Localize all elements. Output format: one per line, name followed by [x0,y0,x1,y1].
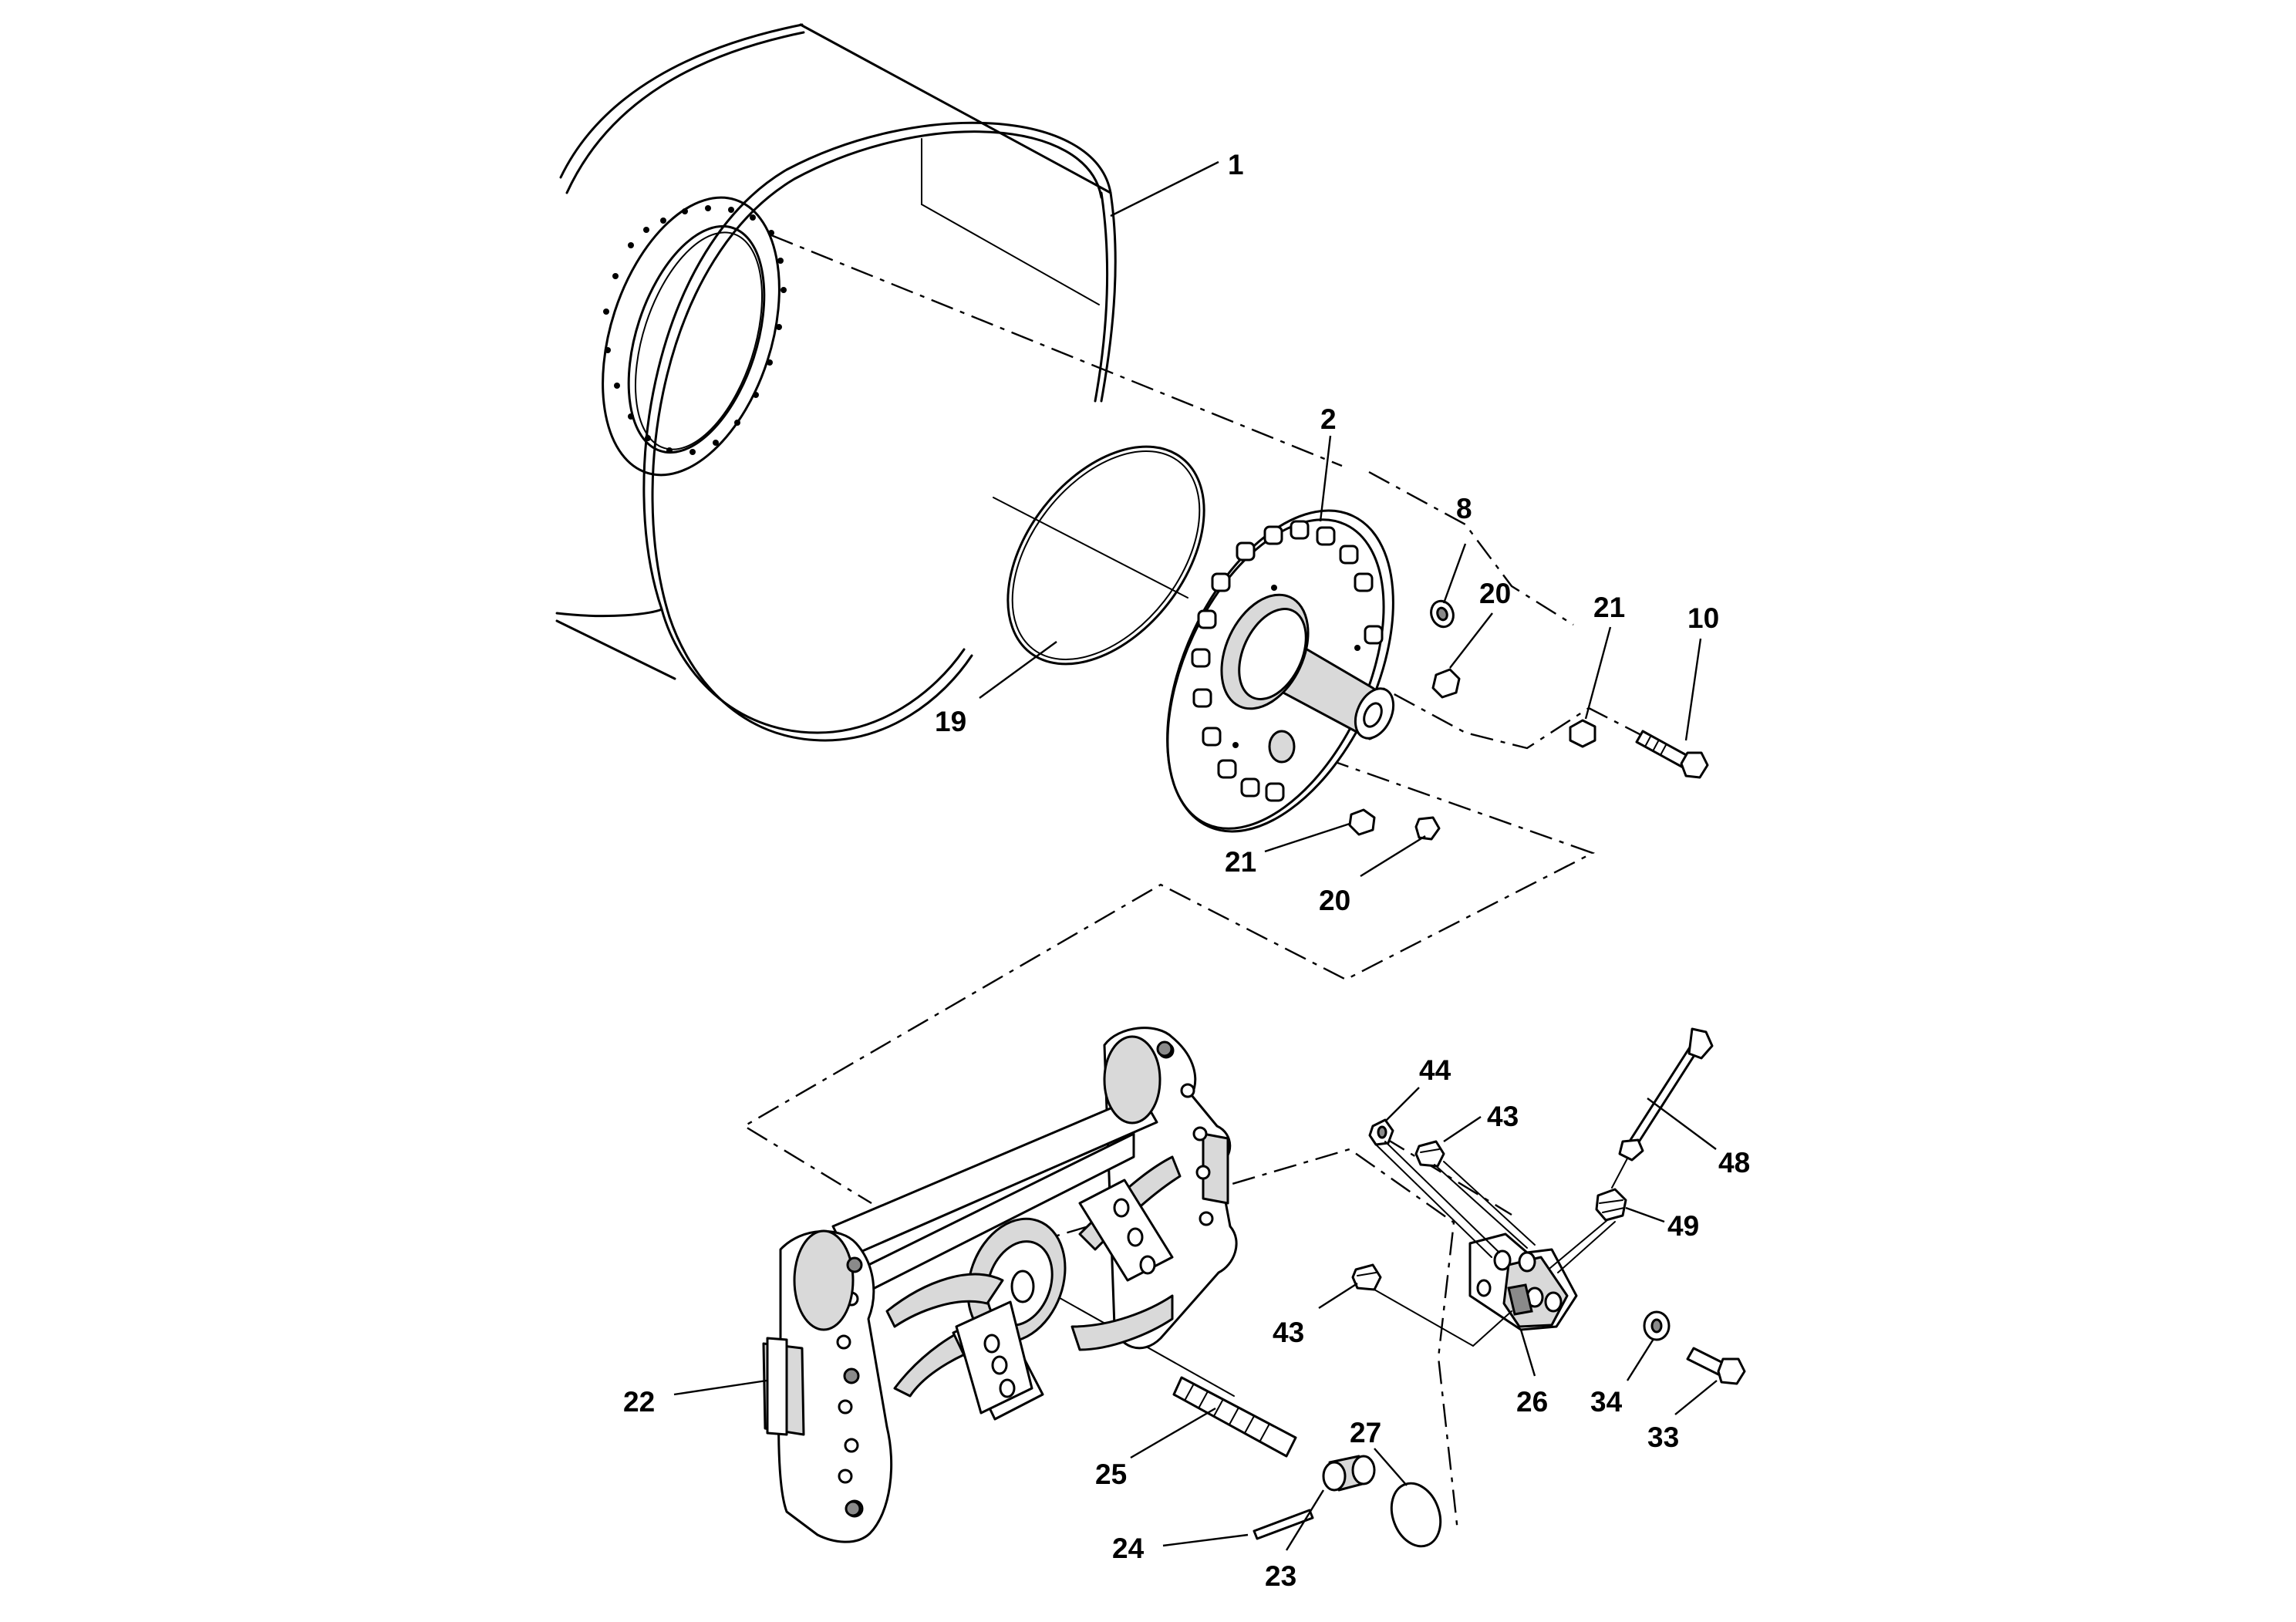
washer-part-8 [1430,599,1455,629]
callout-8: 8 [1456,493,1472,524]
callout-labels: 1 2 8 20 21 10 19 21 20 44 43 48 49 43 2… [623,149,1750,1592]
callout-25: 25 [1095,1458,1127,1490]
callout-19: 19 [935,706,966,737]
callout-33: 33 [1647,1421,1679,1453]
fitting-part-43-lower [1351,1263,1382,1291]
nut-part-20-upper [1431,668,1461,699]
nut-part-20-lower [1414,816,1441,841]
motor-part-26 [1468,1233,1578,1331]
callout-49: 49 [1667,1210,1699,1242]
bolt-part-33 [1686,1347,1746,1385]
coupling-part-23 [1322,1455,1376,1492]
callout-43: 43 [1273,1317,1304,1348]
o-ring-part-19 [1006,445,1205,666]
callout-22: 22 [623,1386,655,1418]
fitting-part-43-upper [1414,1140,1445,1168]
callout-34: 34 [1590,1386,1623,1418]
hose-lines [1374,1141,1616,1347]
nut-part-21-lower [1348,808,1376,836]
callout-21: 21 [1593,592,1625,623]
pin-part-24 [1253,1509,1314,1540]
leader-lines [673,160,1718,1551]
fitting-part-44 [1368,1118,1394,1146]
callout-48: 48 [1718,1147,1750,1179]
callout-21: 21 [1225,846,1256,878]
callout-20: 20 [1319,885,1350,916]
assembly-lines [742,234,1698,1532]
o-ring-part-19-inner [1011,450,1201,660]
fitting-part-49 [1595,1188,1627,1222]
callout-20: 20 [1479,578,1511,609]
callout-1: 1 [1228,149,1244,180]
callout-44: 44 [1419,1054,1451,1086]
sensor-cable-part-48 [1611,1027,1714,1189]
frame-part-22 [762,1027,1238,1543]
callout-24: 24 [1112,1533,1145,1564]
drum-part-1 [555,23,1117,742]
callout-23: 23 [1265,1560,1296,1592]
washer-part-34 [1643,1310,1671,1341]
o-ring-part-27 [1390,1482,1442,1548]
callout-10: 10 [1687,602,1719,634]
nut-part-21-upper [1569,719,1596,748]
callout-2: 2 [1320,403,1337,435]
hub-flange-part-2 [1166,509,1395,833]
callout-43: 43 [1487,1101,1519,1132]
callout-27: 27 [1350,1417,1381,1448]
callout-26: 26 [1516,1386,1548,1418]
shaft-part-25 [1172,1376,1297,1458]
bolt-part-10 [1635,730,1709,779]
